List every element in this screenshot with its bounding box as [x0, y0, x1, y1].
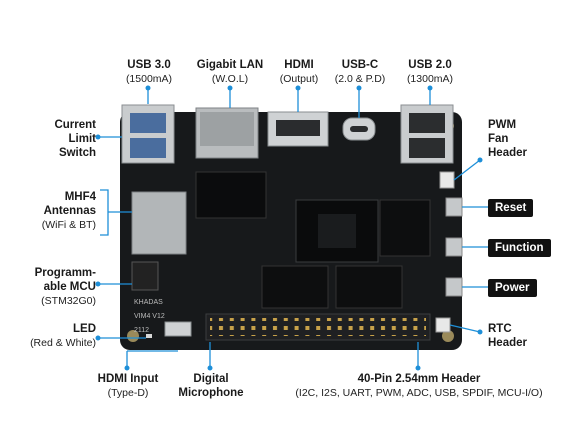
leader-lines — [95, 85, 488, 371]
mcu-l2: able MCU — [43, 281, 96, 293]
mcu-l3: (STM32G0) — [41, 295, 96, 307]
silkscreen-text: KHADAS VIM4 V12 2112 — [134, 296, 165, 338]
silkscreen-date: 2112 — [134, 327, 150, 334]
mounting-hole — [442, 330, 454, 342]
hdmi-title: HDMI — [284, 59, 314, 71]
usb3-title: USB 3.0 — [127, 59, 171, 71]
function-tag: Function — [488, 239, 551, 257]
digital-mic-l1: Digital — [193, 373, 229, 385]
pwm-fan-l3: Header — [488, 147, 527, 159]
lan-sub: (W.O.L) — [211, 73, 249, 85]
hdmi-input-label: HDMI Input (Type-D) — [86, 372, 170, 400]
mcu-l1: Programm- — [34, 267, 96, 279]
header40-sub: (I2C, I2S, UART, PWM, ADC, USB, SPDIF, M… — [295, 387, 543, 399]
hdmi-sub: (Output) — [279, 73, 319, 85]
usb3-tongue-bottom — [130, 138, 166, 158]
rtc-l1: RTC — [488, 323, 512, 335]
ram-chip — [335, 265, 403, 309]
pwm-fan-label: PWM Fan Header — [488, 118, 548, 160]
mounting-hole — [127, 330, 139, 342]
led-label: LED (Red & White) — [10, 322, 96, 350]
lan-title: Gigabit LAN — [196, 59, 264, 71]
hdmi-input-port — [164, 321, 192, 337]
hdmi-label: HDMI (Output) — [272, 58, 326, 86]
digital-mic-label: Digital Microphone — [170, 372, 252, 400]
silkscreen-brand: KHADAS — [134, 299, 163, 306]
gpio-pins — [210, 318, 426, 336]
mhf4-label: MHF4 Antennas (WiFi & BT) — [10, 190, 96, 232]
usb3-sub: (1500mA) — [125, 73, 173, 85]
hdmi-input-title: HDMI Input — [97, 373, 159, 385]
current-limit-l1: Current — [54, 119, 96, 131]
rtc-header-shape — [435, 317, 451, 333]
power-tag: Power — [488, 279, 537, 297]
silkscreen-model: VIM4 V12 — [134, 313, 165, 320]
led-l1: LED — [73, 323, 96, 335]
pwm-fan-l2: Fan — [488, 133, 509, 145]
led-shape — [146, 334, 152, 338]
mhf4-l3: (WiFi & BT) — [41, 219, 96, 231]
usbc-label: USB-C (2.0 & P.D) — [330, 58, 390, 86]
power-button-shape — [445, 277, 463, 297]
usb3-label: USB 3.0 (1500mA) — [118, 58, 180, 86]
pwm-fan-l1: PWM — [488, 119, 517, 131]
mcu-chip — [131, 261, 159, 291]
function-button-shape — [445, 237, 463, 257]
fan-header-shape — [439, 171, 455, 189]
current-limit-l3: Switch — [58, 147, 96, 159]
memory-chip — [195, 171, 267, 219]
led-l2: (Red & White) — [30, 337, 96, 349]
usb2-sub: (1300mA) — [406, 73, 454, 85]
mcu-label: Programm- able MCU (STM32G0) — [10, 266, 96, 308]
usb2-title: USB 2.0 — [408, 59, 452, 71]
current-limit-l2: Limit — [68, 133, 96, 145]
hdmi-input-sub: (Type-D) — [107, 387, 149, 399]
usbc-title: USB-C — [341, 59, 379, 71]
mhf4-l1: MHF4 — [64, 191, 96, 203]
reset-tag: Reset — [488, 199, 534, 217]
usbc-sub: (2.0 & P.D) — [334, 73, 386, 85]
digital-mic-l2: Microphone — [178, 387, 244, 399]
reset-button-shape — [445, 197, 463, 217]
pmic-chip — [379, 199, 431, 257]
current-limit-label: Current Limit Switch — [20, 118, 96, 160]
header40-label: 40-Pin 2.54mm Header (I2C, I2S, UART, PW… — [284, 372, 554, 400]
rtc-label: RTC Header — [488, 322, 548, 350]
usb3-tongue-top — [130, 113, 166, 133]
mhf4-l2: Antennas — [43, 205, 96, 217]
wifi-module — [131, 191, 187, 255]
ram-chip — [261, 265, 329, 309]
lan-label: Gigabit LAN (W.O.L) — [190, 58, 270, 86]
header40-title: 40-Pin 2.54mm Header — [357, 373, 481, 385]
rtc-l2: Header — [488, 337, 527, 349]
usb2-label: USB 2.0 (1300mA) — [398, 58, 462, 86]
